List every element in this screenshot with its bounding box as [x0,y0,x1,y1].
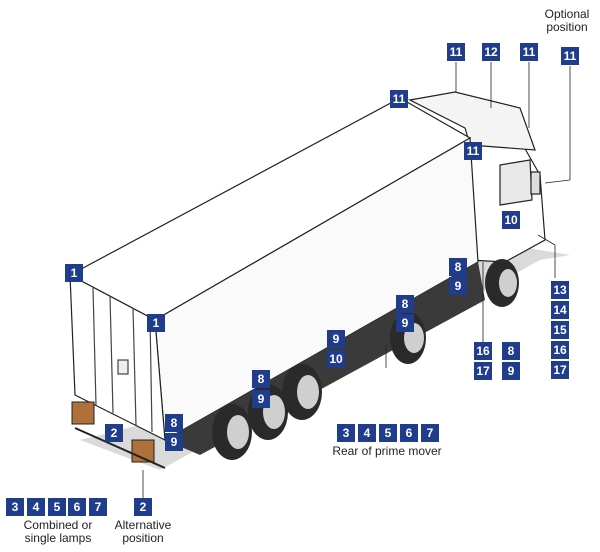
label-15: 15 [551,321,569,339]
label-16: 16 [551,341,569,359]
caption-optional-position: Optional position [536,8,598,34]
rear-bumper [71,401,166,469]
label-17: 17 [551,361,569,379]
label-4-combined: 4 [27,498,45,516]
caption-optional-line1: Optional [544,7,590,21]
label-6-rear-prime: 6 [400,424,418,442]
label-9-truck-wheel: 9 [502,362,520,380]
label-2-alternative: 2 [134,498,152,516]
caption-combined-line2: single lamps [24,531,92,545]
label-10-cab-side: 10 [502,211,520,229]
caption-rear-of-prime-mover: Rear of prime mover [332,444,442,458]
label-8-trailer-mid: 8 [396,295,414,313]
label-11-cab-top-a: 11 [447,43,465,61]
label-3-rear-prime: 3 [337,424,355,442]
label-14: 14 [551,301,569,319]
label-11-trailer-front-top: 11 [390,90,408,108]
label-8-truck-wheel: 8 [502,342,520,360]
caption-combined-or-single: Combined or single lamps [2,519,114,545]
label-9-trailer-lower: 9 [327,330,345,348]
label-8-rear-side: 8 [165,414,183,432]
caption-combined-line1: Combined or [23,518,93,532]
caption-alternative-line1: Alternative [114,518,172,532]
label-7-combined: 7 [89,498,107,516]
label-9-trailer-axle: 9 [252,390,270,408]
label-16-truck-wheel: 16 [474,342,492,360]
label-8-front-side: 8 [449,258,467,276]
label-13: 13 [551,281,569,299]
label-9-trailer-mid: 9 [396,314,414,332]
label-17-truck-wheel: 17 [474,362,492,380]
label-9-front-side: 9 [449,277,467,295]
label-11-trailer-front-corner: 11 [464,142,482,160]
label-4-rear-prime: 4 [358,424,376,442]
label-6-combined: 6 [68,498,86,516]
label-3-combined: 3 [6,498,24,516]
prime-mover-cab [408,91,546,263]
label-1-rear-top-left: 1 [65,264,83,282]
label-7-rear-prime: 7 [421,424,439,442]
caption-alternative-line2: position [122,531,164,545]
label-10-trailer-lower: 10 [327,350,345,368]
label-8-trailer-axle: 8 [252,370,270,388]
caption-alternative-position: Alternative position [108,519,178,545]
leader-lines [142,62,571,498]
wheels [212,259,519,460]
label-2-rear-bottom: 2 [105,424,123,442]
label-5-rear-prime: 5 [379,424,397,442]
label-12-cab-top: 12 [482,43,500,61]
label-11-optional: 11 [561,47,579,65]
label-1-rear-top-right: 1 [147,314,165,332]
label-9-rear-side: 9 [165,433,183,451]
caption-optional-line2: position [546,20,588,34]
label-5-combined: 5 [48,498,66,516]
label-11-cab-top-c: 11 [520,43,538,61]
